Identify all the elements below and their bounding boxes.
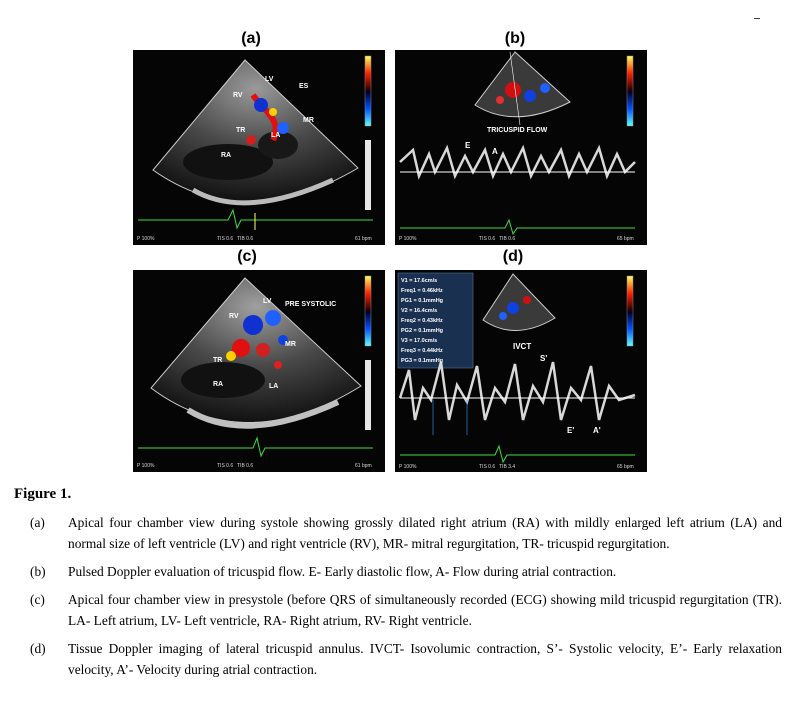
caption-list: (a) Apical four chamber view during syst… bbox=[30, 512, 782, 687]
caption-b: (b) Pulsed Doppler evaluation of tricusp… bbox=[30, 561, 782, 582]
footer-a-tis: TIS 0.6 bbox=[217, 236, 233, 242]
footer-d-tib: TIB 3.4 bbox=[499, 464, 515, 470]
annot-a-rv: RV bbox=[233, 92, 243, 99]
annot-d-e-prime: E' bbox=[567, 426, 574, 435]
caption-a-text: Apical four chamber view during systole … bbox=[68, 515, 782, 551]
caption-b-id: (b) bbox=[30, 564, 46, 579]
caption-a-id: (a) bbox=[30, 515, 45, 530]
annot-b-e: E bbox=[465, 141, 471, 150]
footer-b-hr: 65 bpm bbox=[617, 236, 634, 242]
echo-image-c: RV LV PRE SYSTOLIC TR MR RA LA P 100% TI… bbox=[133, 270, 385, 472]
panel-label-d: (d) bbox=[502, 248, 524, 265]
footer-b-tis: TIS 0.6 bbox=[479, 236, 495, 242]
annot-a-es: ES bbox=[299, 83, 309, 90]
panel-label-b: (b) bbox=[504, 30, 526, 47]
annot-b-tricuspid-flow: TRICUSPID FLOW bbox=[487, 127, 548, 134]
annot-a-lv: LV bbox=[265, 76, 274, 83]
annot-d-s-prime: S' bbox=[540, 354, 547, 363]
annot-a-mr: MR bbox=[303, 117, 314, 124]
caption-c-text: Apical four chamber view in presystole (… bbox=[68, 592, 782, 628]
measure-v3: V3 = 17.0cm/s bbox=[401, 338, 437, 344]
caption-d-id: (d) bbox=[30, 641, 46, 656]
annot-a-la: LA bbox=[271, 132, 280, 139]
annot-d-a-prime: A' bbox=[593, 426, 601, 435]
caption-d-text: Tissue Doppler imaging of lateral tricus… bbox=[68, 641, 782, 677]
panel-label-c: (c) bbox=[237, 248, 257, 265]
annot-b-a: A bbox=[492, 147, 498, 156]
footer-d-power: P 100% bbox=[399, 464, 417, 470]
annot-c-mr: MR bbox=[285, 341, 296, 348]
measure-freq1: Freq1 = 0.46kHz bbox=[401, 288, 443, 294]
caption-c-id: (c) bbox=[30, 592, 45, 607]
annot-c-lv: LV bbox=[263, 298, 272, 305]
footer-b-power: P 100% bbox=[399, 236, 417, 242]
panel-label-a: (a) bbox=[241, 30, 261, 47]
caption-c: (c) Apical four chamber view in presysto… bbox=[30, 589, 782, 631]
footer-c-hr: 61 bpm bbox=[355, 463, 372, 469]
footer-b-tib: TIB 0.6 bbox=[499, 236, 515, 242]
footer-d-tis: TIS 0.6 bbox=[479, 464, 495, 470]
measure-v1: V1 = 17.6cm/s bbox=[401, 278, 437, 284]
caption-a: (a) Apical four chamber view during syst… bbox=[30, 512, 782, 554]
annot-c-tr: TR bbox=[213, 357, 222, 364]
annot-c-pre-systolic: PRE SYSTOLIC bbox=[285, 301, 336, 308]
measure-pg1: PG1 = 0.1mmHg bbox=[401, 298, 443, 304]
measure-freq2: Freq2 = 0.43kHz bbox=[401, 318, 443, 324]
page-edge-mark bbox=[754, 18, 760, 19]
footer-c-power: P 100% bbox=[137, 463, 155, 469]
footer-c-tis: TIS 0.6 bbox=[217, 463, 233, 469]
footer-a-power: P 100% bbox=[137, 236, 155, 242]
annot-c-la: LA bbox=[269, 383, 278, 390]
measure-v2: V2 = 16.4cm/s bbox=[401, 308, 437, 314]
footer-d-hr: 65 bpm bbox=[617, 464, 634, 470]
annot-a-ra: RA bbox=[221, 152, 231, 159]
echo-image-a: RV LV ES TR LA MR RA P 100% TIS 0.6 TIB … bbox=[133, 50, 385, 245]
footer-c-tib: TIB 0.6 bbox=[237, 463, 253, 469]
measure-pg2: PG2 = 0.1mmHg bbox=[401, 328, 443, 334]
measure-freq3: Freq3 = 0.44kHz bbox=[401, 348, 443, 354]
annot-a-tr: TR bbox=[236, 127, 245, 134]
caption-d: (d) Tissue Doppler imaging of lateral tr… bbox=[30, 638, 782, 680]
echo-image-d: V1 = 17.6cm/s Freq1 = 0.46kHz PG1 = 0.1m… bbox=[395, 270, 647, 472]
footer-a-hr: 61 bpm bbox=[355, 236, 372, 242]
annot-c-rv: RV bbox=[229, 313, 239, 320]
annot-d-ivct: IVCT bbox=[513, 342, 531, 351]
caption-b-text: Pulsed Doppler evaluation of tricuspid f… bbox=[68, 564, 617, 579]
figure-title: Figure 1. bbox=[14, 486, 72, 502]
footer-a-tib: TIB 0.6 bbox=[237, 236, 253, 242]
echo-image-b: TRICUSPID FLOW E A P 100% TIS 0.6 TIB 0.… bbox=[395, 50, 647, 245]
measure-pg3: PG3 = 0.1mmHg bbox=[401, 358, 443, 364]
annot-c-ra: RA bbox=[213, 381, 223, 388]
